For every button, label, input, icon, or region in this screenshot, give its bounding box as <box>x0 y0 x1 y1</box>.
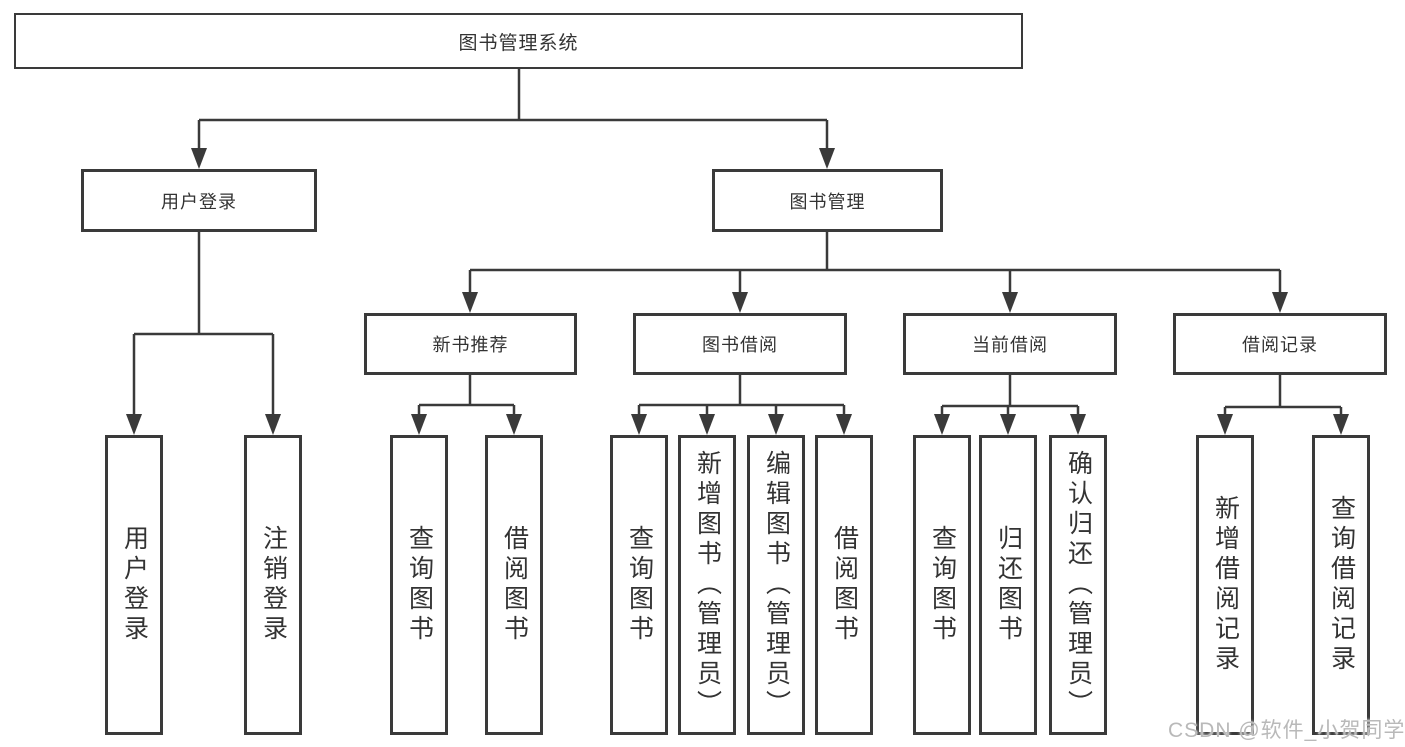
leaf-user-login: 用户登录 <box>105 435 163 735</box>
leaf-return-books: 归还图书 <box>979 435 1037 735</box>
leaf-query-books-current: 查询图书 <box>913 435 971 735</box>
node-book-management: 图书管理 <box>712 169 943 232</box>
leaf-borrow-books-recommend: 借阅图书 <box>485 435 543 735</box>
leaf-confirm-return-admin: 确认归还（管理员） <box>1049 435 1107 735</box>
leaf-add-books-admin: 新增图书（管理员） <box>678 435 736 735</box>
leaf-edit-books-admin: 编辑图书（管理员） <box>747 435 805 735</box>
node-user-login: 用户登录 <box>81 169 317 232</box>
tree-edges <box>132 68 1343 420</box>
arrowhead-icons <box>126 148 1349 435</box>
leaf-query-books-recommend: 查询图书 <box>390 435 448 735</box>
node-current-borrow: 当前借阅 <box>903 313 1117 375</box>
node-library-management-system: 图书管理系统 <box>14 13 1023 69</box>
leaf-logout: 注销登录 <box>244 435 302 735</box>
csdn-watermark: CSDN @软件_小贺同学 <box>1168 719 1405 742</box>
node-book-borrow: 图书借阅 <box>633 313 847 375</box>
node-borrow-records: 借阅记录 <box>1173 313 1387 375</box>
leaf-borrow-books: 借阅图书 <box>815 435 873 735</box>
node-new-book-recommend: 新书推荐 <box>364 313 577 375</box>
leaf-query-books-borrow: 查询图书 <box>610 435 668 735</box>
leaf-add-borrow-record: 新增借阅记录 <box>1196 435 1254 735</box>
leaf-query-borrow-record: 查询借阅记录 <box>1312 435 1370 735</box>
